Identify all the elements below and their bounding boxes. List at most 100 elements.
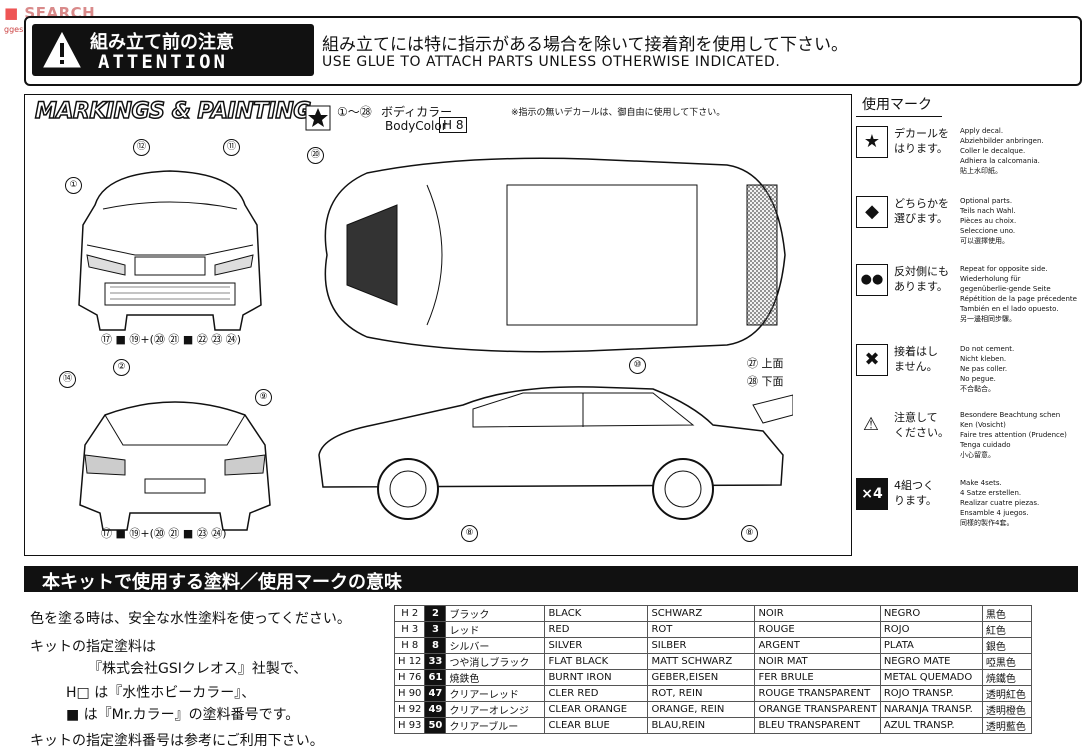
table-cell: クリアーブルー (445, 717, 546, 734)
paint-section-title: 本キットで使用する塗料／使用マークの意味 (42, 572, 402, 593)
callout-12-rear: ⑧ (741, 525, 758, 542)
table-cell: 透明橙色 (981, 701, 1032, 718)
paint-line: 色を塗る時は、安全な水性塗料を使ってください。 (30, 611, 351, 627)
legend-panel: 使用マーク ★ デカールを はります。 Apply decal. Abziehb… (856, 94, 1081, 554)
paint-section-header: 本キットで使用する塗料／使用マークの意味 (24, 566, 1078, 593)
legend-text: Make 4sets. 4 Satze erstellen. Realizar … (960, 479, 1040, 527)
attention-box: 組み立て前の注意 ATTENTION (32, 24, 314, 76)
table-cell: ROUGE (754, 621, 881, 638)
table-cell: 焼鉄色 (445, 669, 546, 686)
table-cell: H 90 (393, 685, 426, 702)
legend-jp: どちらかを 選びます。 (894, 197, 949, 225)
paint-line: H□ は『水性ホビーカラー』、 (66, 685, 256, 701)
table-cell: レッド (445, 621, 546, 638)
table-cell: SCHWARZ (647, 605, 756, 622)
table-cell: ROJO (879, 621, 983, 638)
table-cell: ORANGE TRANSPARENT (754, 701, 881, 718)
legend-jp: 注意して ください。 (894, 411, 949, 439)
table-cell: ORANGE, REIN (647, 701, 756, 718)
callout-9: ⑨ (255, 389, 272, 406)
table-cell: ROT, REIN (647, 685, 756, 702)
double-dot-icon: ●● (856, 264, 888, 296)
markings-panel: MARKINGS & PAINTING ①～㉘ ボディカラー BodyColor… (24, 94, 852, 556)
table-cell: SILBER (647, 637, 756, 654)
paint-line: キットの指定塗料は (30, 639, 156, 655)
markings-title: MARKINGS & PAINTING (34, 98, 312, 125)
front-marking-row: ⑰ ■ ⑲+(⑳ ㉑ ■ ㉒ ㉓ ㉔) (101, 333, 242, 346)
callout-10: ⑪ (223, 139, 240, 156)
table-cell: NEGRO (879, 605, 983, 622)
table-cell: BLACK (544, 605, 649, 622)
table-cell: 33 (424, 653, 447, 670)
table-cell: シルバー (445, 637, 546, 654)
caution-icon: ⚠ (862, 414, 880, 435)
table-cell: NOIR (754, 605, 881, 622)
table-cell: クリアーレッド (445, 685, 546, 702)
table-cell: ブラック (445, 605, 546, 622)
table-cell: 銀色 (981, 637, 1032, 654)
star-icon (305, 105, 331, 131)
table-cell: H 12 (393, 653, 426, 670)
legend-jp: 反対側にも あります。 (894, 265, 949, 293)
car-rear-view (79, 401, 271, 531)
table-cell: 紅色 (981, 621, 1032, 638)
table-cell: NEGRO MATE (879, 653, 983, 670)
callout-27: ㉗ (747, 357, 758, 370)
callout-28: ㉘ (747, 375, 758, 388)
car-front-view (78, 170, 262, 331)
table-cell: BURNT IRON (544, 669, 649, 686)
label-27-text: 上面 (761, 357, 784, 370)
table-cell: BLEU TRANSPARENT (754, 717, 881, 734)
table-cell: H 8 (393, 637, 426, 654)
table-cell: 透明紅色 (981, 685, 1032, 702)
table-cell: H 2 (393, 605, 426, 622)
legend-text: Do not cement. Nicht kleben. Ne pas coll… (960, 345, 1015, 393)
table-cell: FER BRULE (754, 669, 881, 686)
body-color-code: H 8 (439, 117, 468, 133)
table-cell: 啞黒色 (981, 653, 1032, 670)
star-icon: ★ (856, 126, 888, 158)
table-cell: NARANJA TRANSP. (879, 701, 983, 718)
table-cell: H 76 (393, 669, 426, 686)
table-cell: 黒色 (981, 605, 1032, 622)
attention-text-en: USE GLUE TO ATTACH PARTS UNLESS OTHERWIS… (322, 54, 781, 70)
legend-jp: 接着はし ません。 (894, 345, 938, 373)
callout-2: ② (113, 359, 130, 376)
warning-icon (43, 31, 81, 68)
legend-title: 使用マーク (856, 94, 942, 117)
label-28-text: 下面 (761, 375, 784, 388)
table-cell: ARGENT (754, 637, 881, 654)
times-four-icon: ×4 (856, 478, 888, 510)
attention-banner: 組み立て前の注意 ATTENTION 組み立てには特に指示がある場合を除いて接着… (24, 16, 1082, 86)
body-range: ①～㉘ (337, 105, 372, 119)
paint-line: ■ は『Mr.カラー』の塗料番号です。 (66, 707, 300, 723)
table-cell: SILVER (544, 637, 649, 654)
callout-1: ① (65, 177, 82, 194)
table-cell: PLATA (879, 637, 983, 654)
callout-11: ⑩ (629, 357, 646, 374)
table-cell: クリアーオレンジ (445, 701, 546, 718)
callout-8: ⑫ (133, 139, 150, 156)
table-cell: ROUGE TRANSPARENT (754, 685, 881, 702)
car-top-view (324, 157, 786, 353)
table-cell: RED (544, 621, 649, 638)
paint-line: 『株式会社GSIクレオス』社製で、 (88, 661, 308, 677)
legend-text: Apply decal. Abziehbilder anbringen. Col… (960, 127, 1044, 175)
label-28: ㉘ 下面 (747, 373, 784, 389)
table-cell: MATT SCHWARZ (647, 653, 756, 670)
attention-text-jp: 組み立てには特に指示がある場合を除いて接着剤を使用して下さい。 (322, 35, 848, 55)
table-cell: CLEAR BLUE (544, 717, 649, 734)
attention-title-jp: 組み立て前の注意 (90, 32, 234, 53)
body-color-jp: ボディカラー (381, 105, 453, 119)
no-glue-icon: ✖ (856, 344, 888, 376)
table-cell: GEBER,EISEN (647, 669, 756, 686)
callout-14: ⑭ (59, 371, 76, 388)
legend-jp: デカールを はります。 (894, 127, 949, 155)
table-cell: BLAU,REIN (647, 717, 756, 734)
legend-text: Besondere Beachtung schen Ken (Vosicht) … (960, 411, 1067, 459)
table-cell: H 92 (393, 701, 426, 718)
table-cell: つや消しブラック (445, 653, 546, 670)
callout-20: ⑳ (307, 147, 324, 164)
